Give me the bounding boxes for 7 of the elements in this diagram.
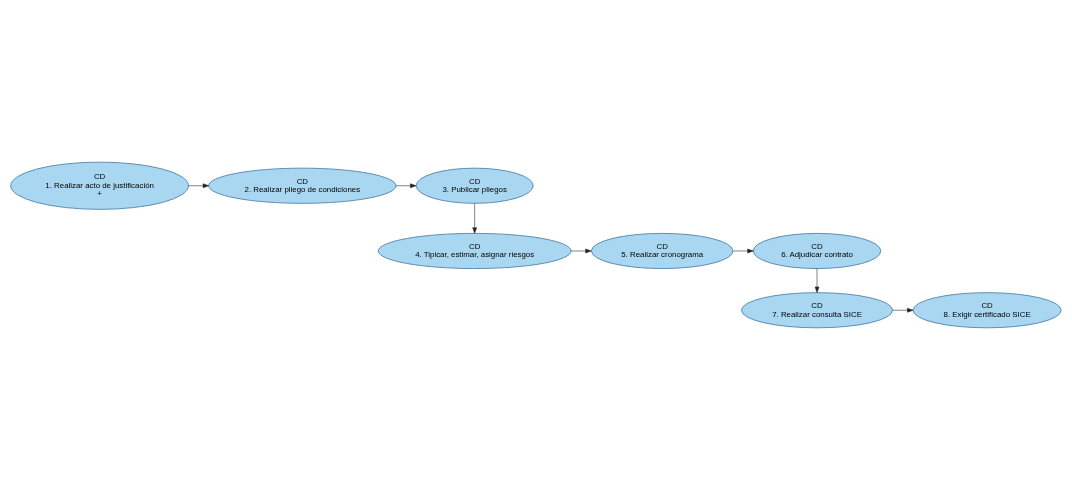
arrow (732, 248, 754, 254)
arrow (892, 308, 914, 313)
arrow (395, 183, 417, 188)
arrow (472, 203, 477, 234)
arrow (188, 183, 210, 188)
arrow (814, 268, 820, 293)
arrow (570, 248, 592, 254)
